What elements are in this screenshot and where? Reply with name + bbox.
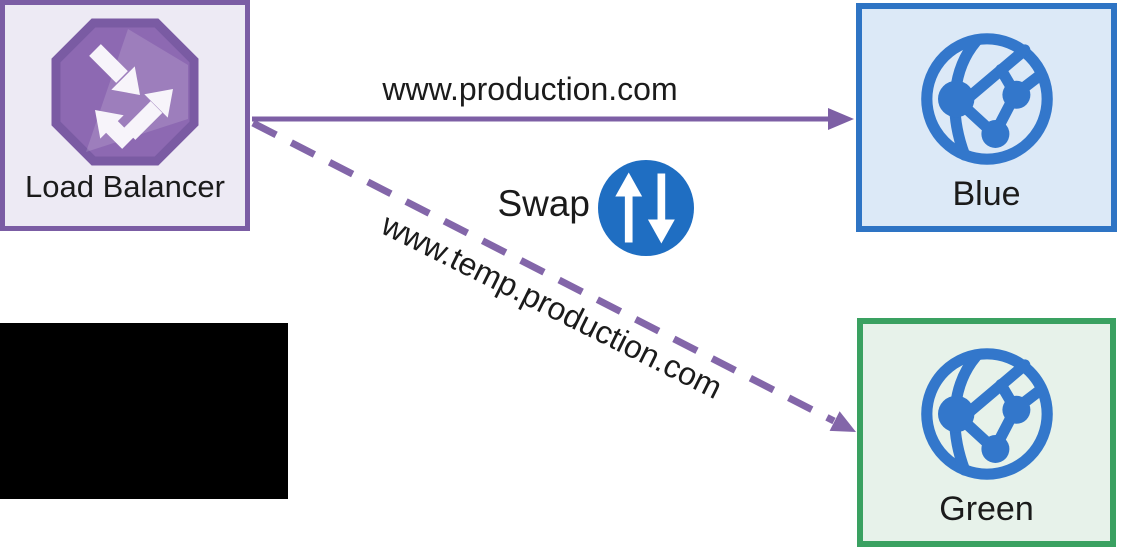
load-balancer-label: Load Balancer (25, 169, 225, 204)
swap-label: Swap (497, 183, 590, 224)
lb-arrow-downright (89, 44, 140, 95)
swap-down-arrow (647, 173, 675, 244)
globe-node-right (1001, 395, 1030, 424)
swap-circle (598, 160, 694, 256)
swap-arrows-icon (598, 160, 694, 256)
blue-slot-node: Blue (856, 3, 1117, 232)
temp-route-arrowhead (829, 411, 856, 432)
globe-node-left (937, 395, 974, 433)
globe-node-right (1001, 80, 1030, 109)
load-balancer-icon (51, 18, 199, 166)
lb-arrow-upleft (95, 110, 134, 149)
production-route-arrowhead (828, 108, 854, 130)
temp-route-line (251, 119, 836, 425)
app-service-icon (920, 33, 1053, 165)
globe-node-left (937, 80, 974, 118)
app-service-icon (920, 348, 1053, 480)
globe-node-bottom (980, 120, 1009, 148)
globe-ring (920, 348, 1053, 480)
swap-up-arrow (615, 172, 643, 243)
lb-arrow-upright (123, 89, 173, 140)
blue-slot-label: Blue (952, 175, 1021, 213)
globe-node-bottom (980, 435, 1009, 463)
production-route-label: www.production.com (382, 71, 678, 107)
load-balancer-node: Load Balancer (0, 0, 250, 231)
globe-ring (920, 33, 1053, 165)
redacted-region (0, 323, 288, 499)
green-slot-label: Green (939, 490, 1034, 528)
green-slot-node: Green (857, 318, 1116, 547)
